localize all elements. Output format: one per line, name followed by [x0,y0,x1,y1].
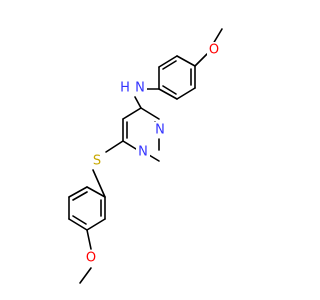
bond-top-ring-double-a [162,60,177,70]
bond-top-ring-1 [176,55,196,67]
bond-methyl-o-top [212,28,223,45]
n-ring-right-bg [153,122,167,138]
bond-bottom-ring-1 [86,186,106,198]
bond-pyr-4 [148,154,160,162]
bond-o-ring-top [194,53,208,67]
bond-pyr-6 [140,107,160,120]
bond-top-ring-2 [158,55,178,68]
molecule-canvas: O N H N N S O [68,28,223,284]
molecule-structure: O N H N N S O [68,28,223,284]
n-ring-bottom-bg [136,144,150,160]
bond-bottom-ring-double-b [72,215,87,225]
bond-n-pyrimidine [134,96,142,109]
nitrogen-ring-bottom-label: N [138,145,148,160]
bond-top-ring-5 [176,87,196,100]
o-top-bg [207,42,221,57]
nitrogen-amine-label: N [135,81,145,96]
bonds [68,28,223,284]
bond-bottom-ring-2 [68,186,88,198]
bond-pyr-1 [122,107,142,120]
hydrogen-amine-label: H [120,81,130,96]
atom-labels: O N H N N S O [84,42,221,266]
s-bg [90,153,104,169]
bond-pyr-s [105,140,124,153]
nitrogen-ring-right-label: N [155,123,165,138]
bond-bottom-ring-5 [86,218,106,231]
n-amine-bg [133,80,147,96]
bond-s-bottom-ring [92,169,106,198]
bond-top-ring-double-b [162,85,177,95]
bond-pyr-3 [122,140,137,150]
bond-bottom-ring-double-a [72,191,88,201]
o-bottom-bg [84,250,98,266]
bond-bottom-ring-4 [68,218,88,231]
bond-ring-o-bottom [86,229,92,250]
oxygen-top-label: O [209,43,219,58]
oxygen-bottom-label: O [86,251,96,266]
bond-o-methyl-bottom [79,267,92,284]
sulfur-label: S [93,154,101,169]
bond-top-ring-4 [158,88,178,100]
